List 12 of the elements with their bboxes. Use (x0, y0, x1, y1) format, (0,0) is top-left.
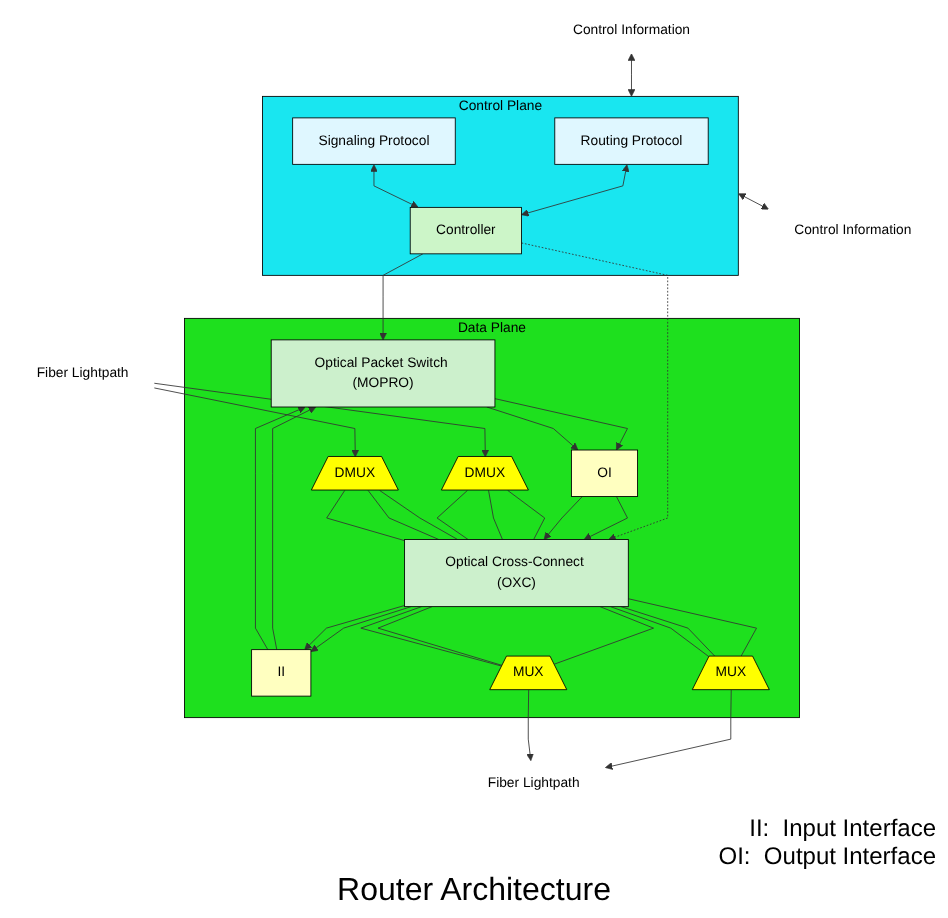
abbreviation-note: II: Input Interface (747, 814, 936, 842)
connector (507, 490, 546, 540)
connector (367, 490, 440, 540)
connector (488, 490, 503, 540)
connector (326, 490, 405, 542)
connector (610, 606, 710, 658)
connector (627, 598, 757, 657)
connector (379, 490, 459, 540)
diagram-caption: Router Architecture (335, 872, 613, 912)
abbreviation-note: OI: Output Interface (716, 842, 936, 870)
connector (620, 606, 716, 657)
connector (553, 606, 654, 665)
